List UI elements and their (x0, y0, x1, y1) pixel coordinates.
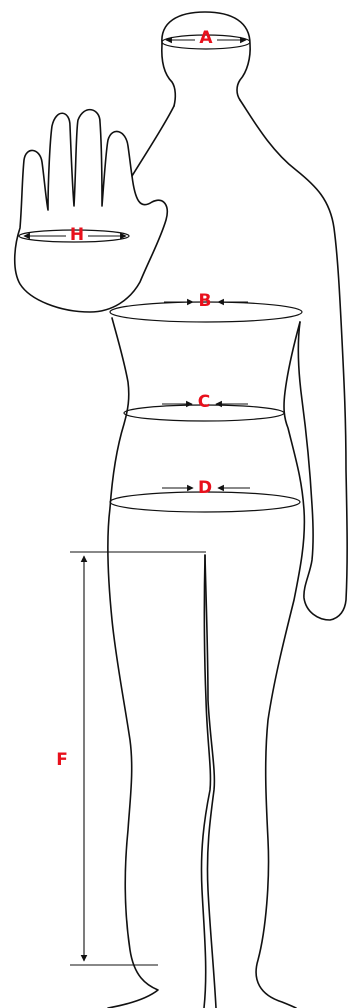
label-d: D (198, 478, 212, 498)
label-b: B (199, 291, 212, 311)
label-f: F (56, 750, 68, 770)
torso-right-outline (256, 322, 304, 1008)
right-arm-outline (240, 100, 347, 620)
inner-leg-left-outline (201, 555, 210, 1008)
measurement-guides (19, 35, 302, 965)
measurement-labels: A H B C D F (56, 28, 213, 770)
hand-outline (15, 110, 168, 312)
human-figure-outline (15, 12, 347, 1008)
label-a: A (199, 28, 213, 48)
left-shoulder-outline (132, 106, 174, 176)
label-c: C (198, 392, 210, 412)
neck-left-outline (162, 44, 175, 106)
label-h: H (70, 225, 84, 245)
torso-left-outline (108, 318, 158, 1008)
